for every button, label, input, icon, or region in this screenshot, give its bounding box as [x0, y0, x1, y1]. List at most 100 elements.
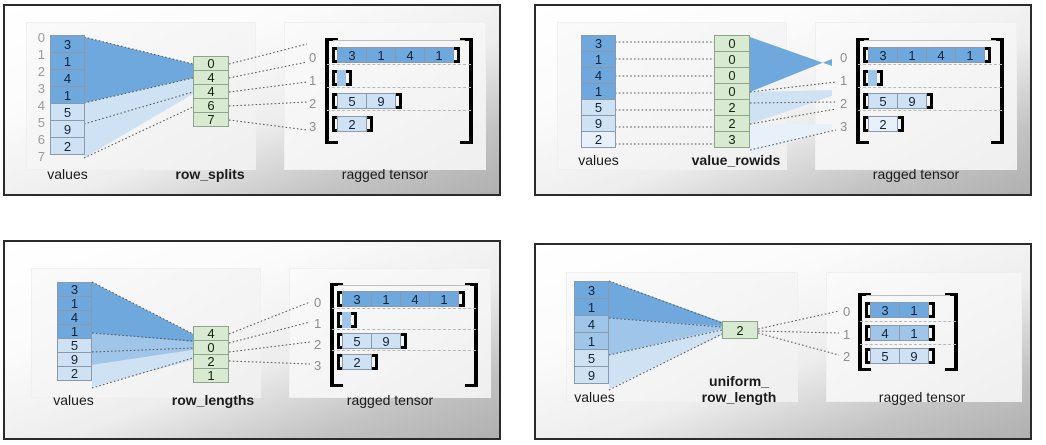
- tensor-cell-empty: [337, 70, 346, 86]
- value-cell: 2: [57, 366, 92, 381]
- inner-bracket-left: [865, 302, 871, 318]
- values-label: values: [53, 392, 94, 408]
- tensor-row: 5 9: [865, 348, 935, 364]
- values-label: values: [47, 166, 88, 182]
- tensor-row-index: 1: [840, 73, 848, 88]
- tensor-cell: 3: [868, 47, 898, 63]
- tensor-cell: 1: [366, 47, 396, 63]
- values-column: 3 1 4 1 5 9: [574, 281, 609, 384]
- tensor-cell: 1: [429, 291, 459, 307]
- encoding-cell: 3: [714, 131, 750, 148]
- encoding-cell: 2: [714, 115, 750, 132]
- values-column: 3 1 4 1 5 9 2: [581, 35, 616, 148]
- row-separator: [332, 329, 476, 330]
- tensor-top-rule: [866, 295, 950, 296]
- tensor-row-index: 2: [843, 349, 851, 364]
- mapping-fan: [608, 280, 840, 391]
- inner-bracket-right: [351, 312, 357, 328]
- tensor-cell: 5: [868, 93, 898, 109]
- inner-bracket-left: [332, 47, 338, 63]
- value-cell: 5: [57, 338, 92, 353]
- inner-bracket-left: [337, 312, 343, 328]
- value-cell: 9: [581, 115, 616, 132]
- value-cell: 4: [581, 67, 616, 84]
- tensor-row-index: 3: [309, 119, 317, 134]
- tensor-top-rule: [864, 40, 996, 41]
- tensor-row-index: 0: [840, 50, 848, 65]
- row-separator: [860, 344, 956, 345]
- inner-bracket-left: [337, 333, 343, 349]
- tensor-row-index: 3: [314, 358, 322, 373]
- mapping-fan: [91, 281, 311, 389]
- panel-value-rowids: 3 1 4 1 5 9 2 0 0 0 0 2 2 3 values value…: [534, 4, 1032, 196]
- tensor-cell: 3: [870, 302, 900, 318]
- inner-bracket-right: [929, 325, 935, 341]
- mapping-fan: [83, 36, 308, 159]
- tensor-cell: 5: [870, 348, 900, 364]
- value-index: 0: [37, 30, 45, 45]
- row-separator: [858, 110, 1002, 111]
- tensor-row: 5 9: [337, 333, 407, 349]
- row-separator: [332, 308, 476, 309]
- encoding-cell: 0: [714, 67, 750, 84]
- tensor-row: 5 9: [863, 93, 933, 109]
- panel-row-lengths: 3 1 4 1 5 9 2 4 0 2 1 values row_lengths…: [3, 240, 501, 440]
- row-separator: [858, 64, 1002, 65]
- inner-bracket-left: [337, 354, 343, 370]
- value-cell: 2: [581, 131, 616, 148]
- tensor-cell: 1: [371, 291, 401, 307]
- tensor-row: 2: [332, 116, 373, 132]
- value-index: 6: [37, 132, 45, 147]
- tensor-label: ragged tensor: [341, 166, 429, 182]
- encoding-cell: 6: [193, 98, 229, 113]
- tensor-cell-empty: [868, 70, 877, 86]
- value-cell: 4: [57, 310, 92, 325]
- tensor-cell: 9: [899, 348, 929, 364]
- value-cell: 1: [574, 298, 609, 316]
- inner-bracket-right: [929, 302, 935, 318]
- values-column: 3 1 4 1 5 9 2: [50, 35, 85, 155]
- mapping-fan: [615, 37, 837, 154]
- value-cell: 1: [57, 296, 92, 311]
- row-lengths-column: 4 0 2 1: [193, 326, 229, 383]
- inner-bracket-left: [865, 348, 871, 364]
- value-cell: 9: [50, 120, 85, 138]
- inner-bracket-left: [863, 70, 869, 86]
- outer-bracket-right: [460, 38, 473, 144]
- encoding-cell: 2: [722, 321, 758, 339]
- inner-bracket-right: [454, 47, 460, 63]
- tensor-cell: 9: [366, 93, 396, 109]
- value-cell: 5: [50, 103, 85, 121]
- outer-bracket-left: [856, 38, 869, 144]
- row-separator: [327, 110, 471, 111]
- outer-bracket-left: [330, 283, 343, 387]
- tensor-cell: 5: [342, 333, 372, 349]
- tensor-top-rule: [333, 40, 465, 41]
- value-cell: 1: [50, 86, 85, 104]
- tensor-row: 3 1 4 1: [863, 47, 991, 63]
- value-index: 7: [37, 149, 45, 164]
- tensor-cell: 1: [897, 47, 927, 63]
- tensor-cell: 5: [337, 93, 367, 109]
- outer-bracket-right: [465, 283, 478, 387]
- encoding-cell: 2: [193, 354, 229, 369]
- inner-bracket-left: [865, 325, 871, 341]
- inner-bracket-left: [863, 47, 869, 63]
- row-separator: [327, 87, 471, 88]
- row-splits-column: 0 4 4 6 7: [193, 56, 229, 127]
- encoding-label: row_lengths: [171, 392, 255, 408]
- inner-bracket-right: [367, 116, 373, 132]
- encoding-cell: 7: [193, 112, 229, 127]
- tensor-row: 5 9: [332, 93, 402, 109]
- ragged-tensor: 3 1 4 1 5 9 2: [856, 38, 1004, 144]
- tensor-cell: 2: [337, 116, 367, 132]
- value-cell: 3: [574, 281, 609, 299]
- inner-bracket-right: [372, 354, 378, 370]
- inner-bracket-left: [337, 291, 343, 307]
- encoding-cell: 4: [193, 326, 229, 341]
- inner-bracket-right: [396, 93, 402, 109]
- tensor-cell-empty: [342, 312, 351, 328]
- tensor-cell: 4: [926, 47, 956, 63]
- inner-bracket-left: [863, 93, 869, 109]
- row-separator: [332, 350, 476, 351]
